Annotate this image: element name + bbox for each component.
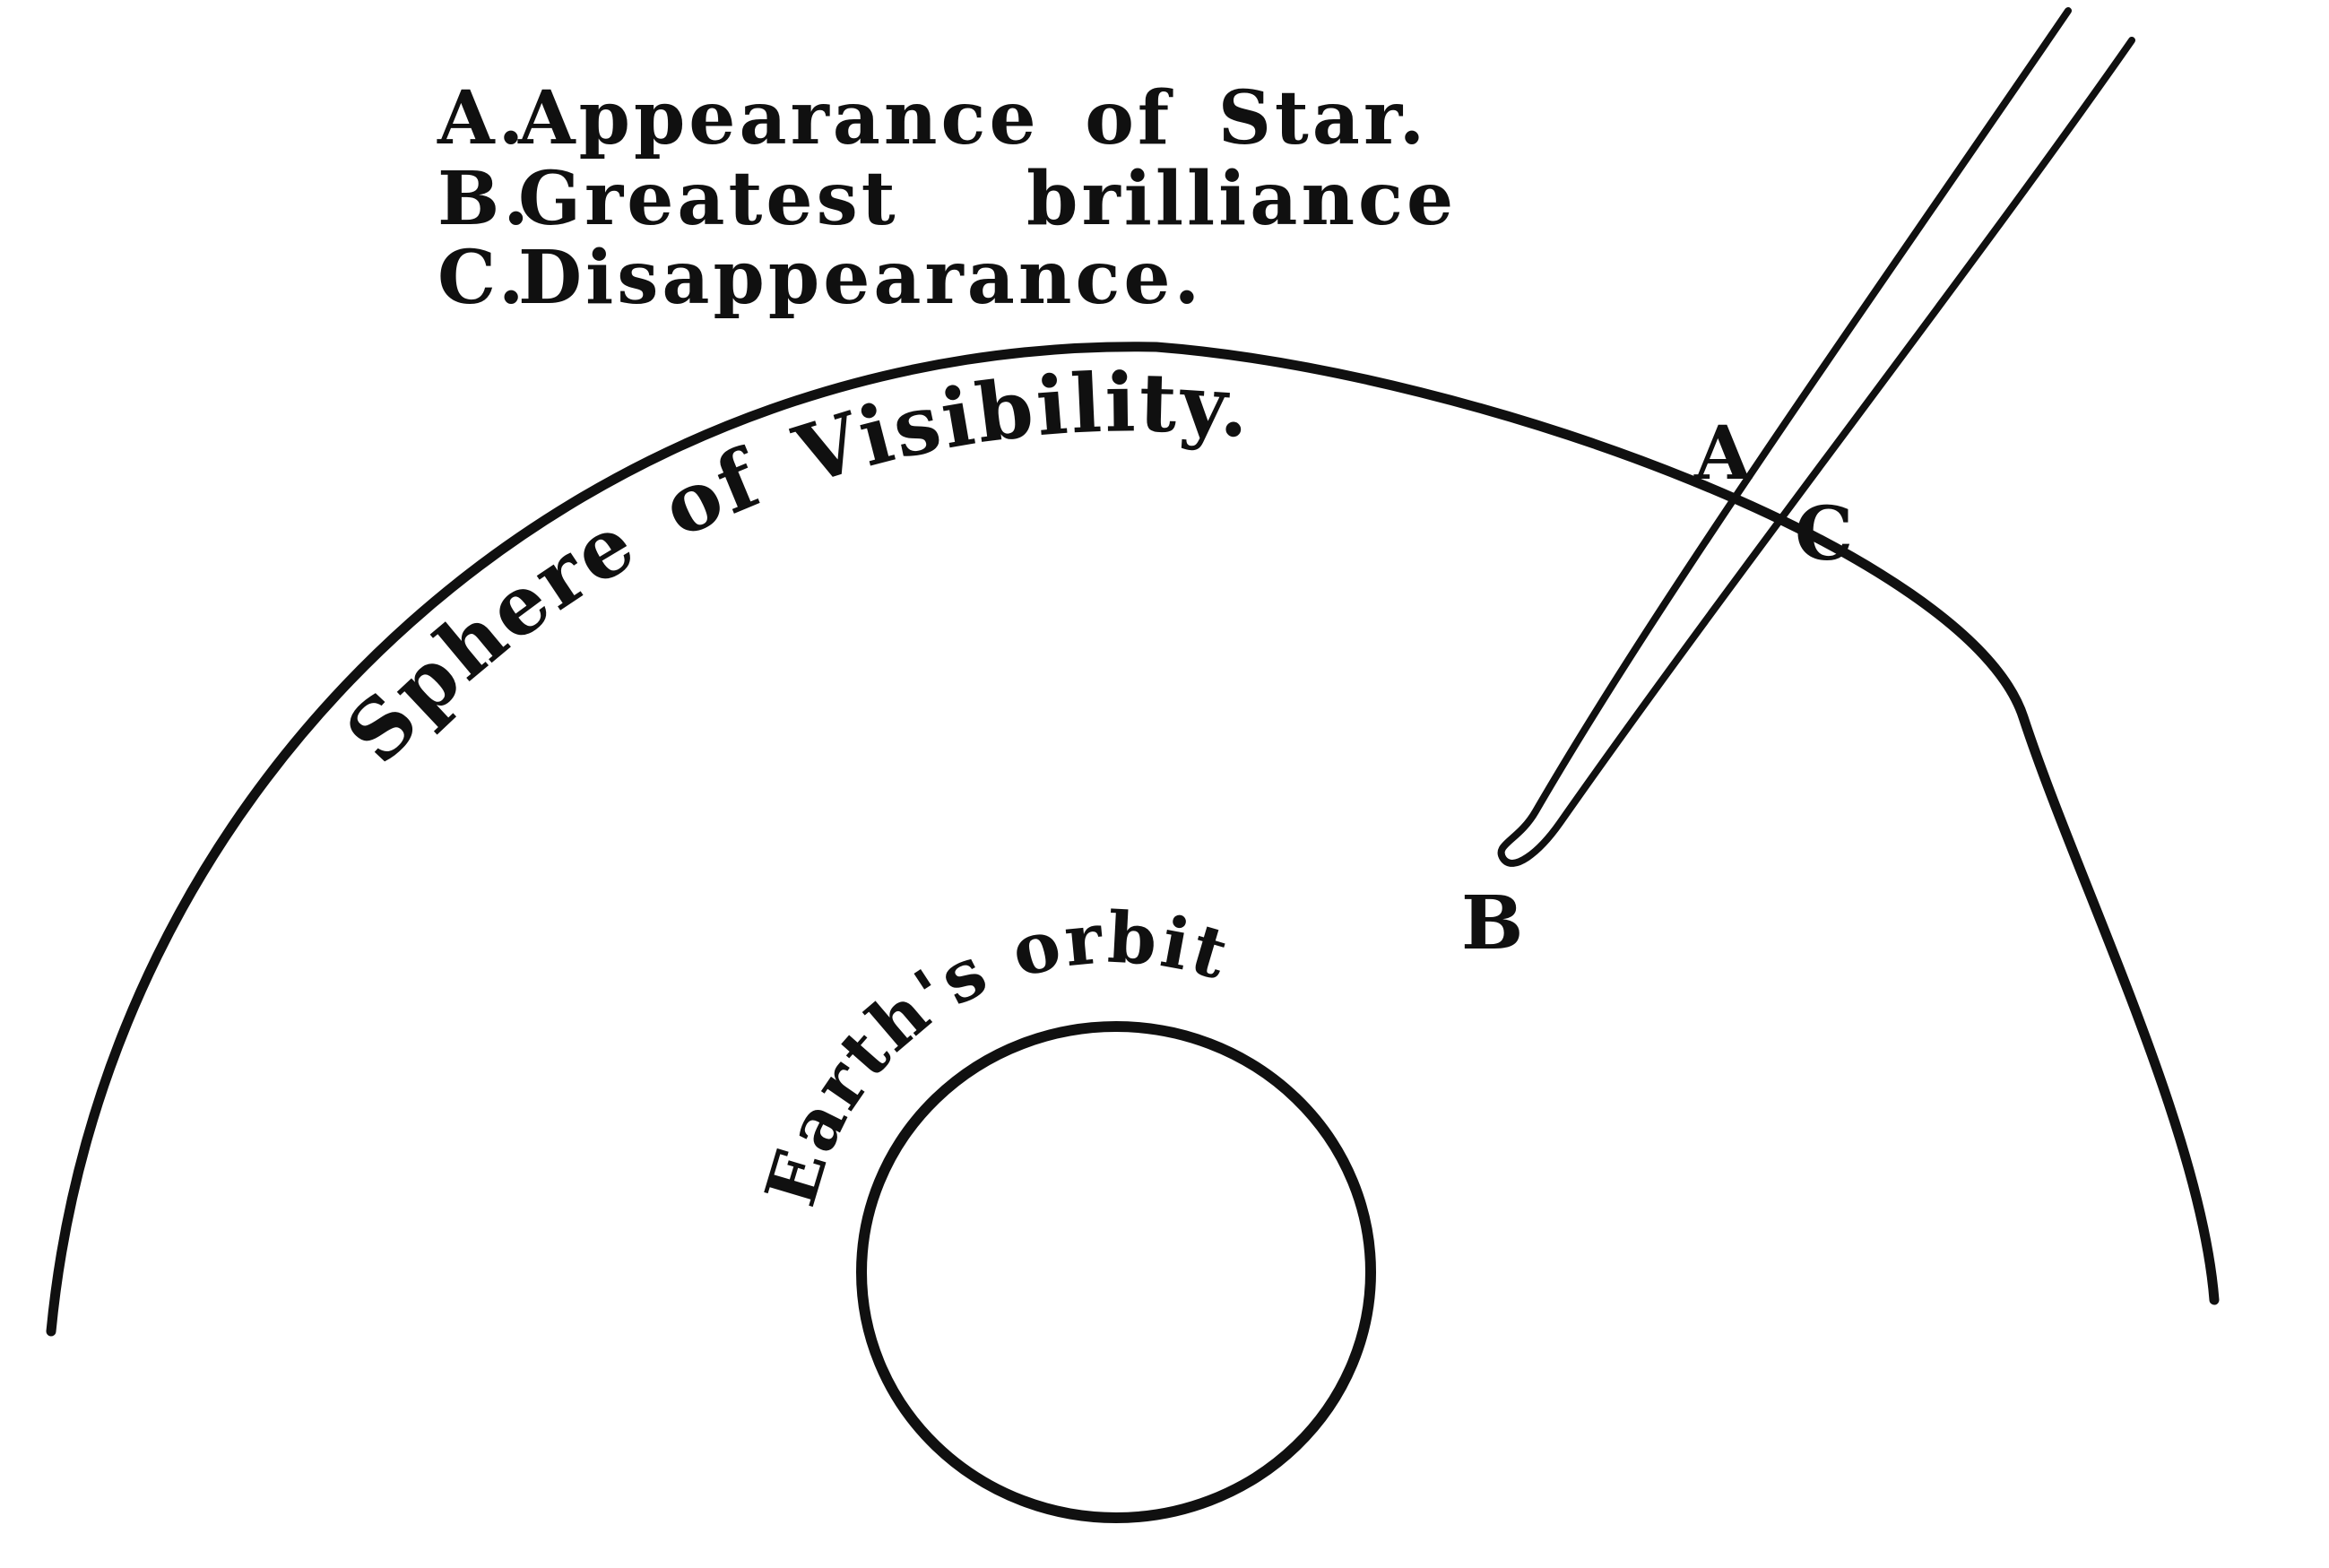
- legend-label-b: Greatest brilliance: [518, 156, 1457, 242]
- sphere-of-visibility-label: Sphere of Visibility.: [328, 355, 1258, 782]
- legend: A. Appearance of Star. B. Greatest brill…: [437, 75, 1457, 321]
- point-label-a: A: [1693, 411, 1753, 497]
- sphere-of-visibility-arc: [46, 342, 2220, 1337]
- earths-orbit-circle: [856, 1021, 1376, 1523]
- point-label-c: C: [1795, 491, 1853, 577]
- point-label-b: B: [1461, 880, 1523, 966]
- legend-line-c: C. Disappearance.: [437, 235, 1203, 321]
- legend-key-c: C.: [437, 235, 527, 321]
- legend-line-b: B. Greatest brilliance: [437, 156, 1457, 242]
- star-path-loop: [1497, 7, 2135, 867]
- legend-line-a: A. Appearance of Star.: [437, 75, 1428, 161]
- legend-key-a: A.: [437, 75, 527, 161]
- legend-key-b: B.: [437, 156, 532, 242]
- legend-label-c: Disappearance.: [518, 235, 1203, 321]
- legend-label-a: Appearance of Star.: [517, 75, 1428, 161]
